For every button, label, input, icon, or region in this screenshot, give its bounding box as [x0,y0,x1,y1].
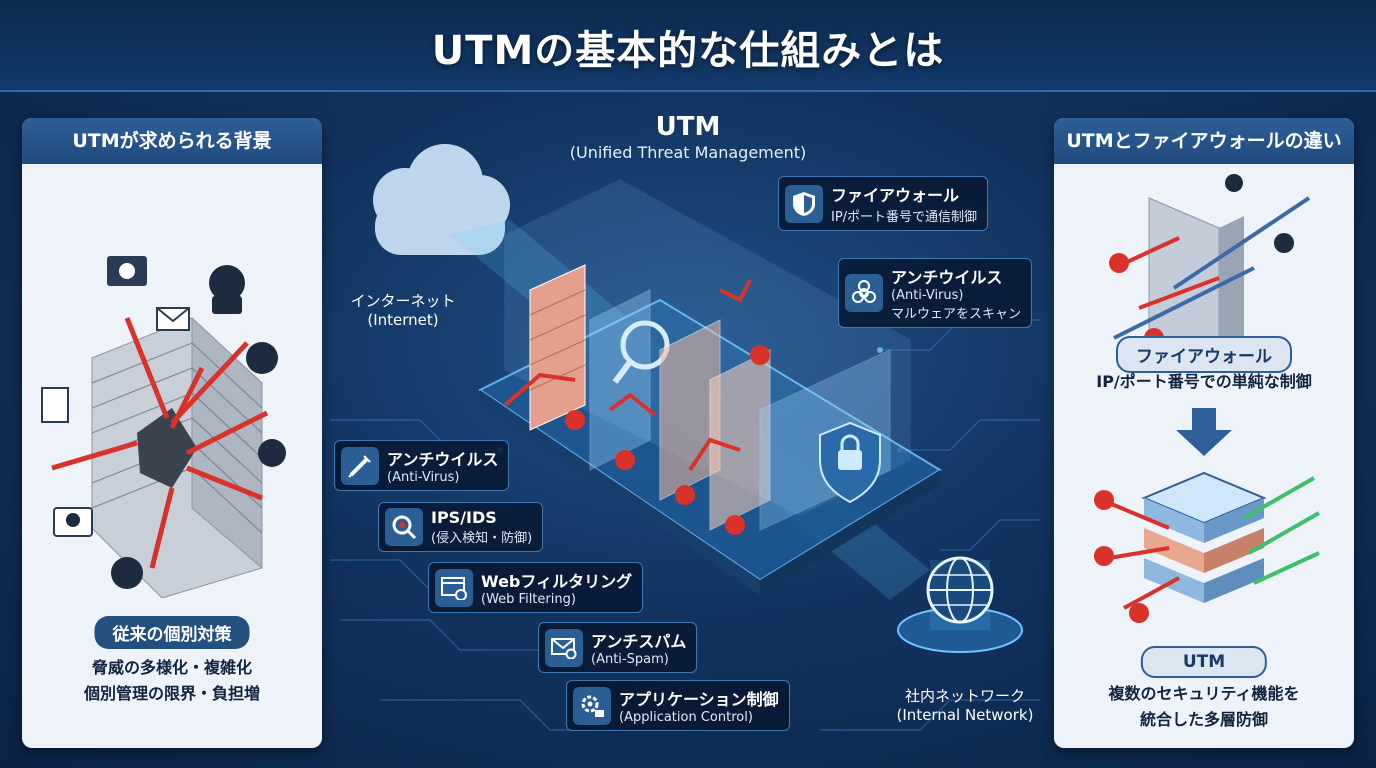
gear-lock-icon [573,686,611,725]
cloud-icon [373,144,510,255]
down-arrow-icon [1176,408,1232,456]
internet-label-jp: インターネット [350,292,456,310]
feature-antivirus-sub: (Anti-Virus) [387,470,460,485]
feature-antivirus-top: アンチウイルス (Anti-Virus) マルウェアをスキャン [838,258,1033,328]
right-panel-title: UTMとファイアウォールの違い [1054,118,1354,164]
feature-firewall-sub: IP/ポート番号で通信制御 [831,210,978,225]
internet-label: インターネット (Internet) [338,290,468,329]
feature-anti-spam-sub: (Anti-Spam) [591,652,669,667]
breached-wall-illustration [41,256,286,598]
left-panel-pill: 従来の個別対策 [94,616,250,649]
left-panel-line2: 個別管理の限界・負担増 [83,684,260,703]
hacker-icon-right-top [1225,174,1243,192]
firewall-layer [529,264,586,431]
browser-block-icon [435,568,473,607]
utm-title: UTM [655,112,721,142]
blocked-attack-arrows [503,279,752,472]
internal-network-label-en: (Internal Network) [896,706,1034,724]
utm-pill: UTM [1140,646,1268,678]
feature-app-control-name: アプリケーション制御 [619,690,779,709]
magnifier-icon [620,320,670,370]
utm-layer-stack [1141,471,1267,603]
feature-antivirus-top-name: アンチウイルス [891,268,1003,287]
bomb-icon [246,342,278,374]
feature-ips-ids-name: IPS/IDS [431,508,497,527]
feature-app-control: アプリケーション制御 (Application Control) [566,680,790,731]
syringe-icon [341,446,379,485]
left-panel: UTMが求められる背景 [22,118,322,748]
feature-web-filtering-sub: (Web Filtering) [481,592,576,607]
feature-antivirus: アンチウイルス (Anti-Virus) [334,440,510,491]
malware-threats [565,345,770,535]
virus-bomb-icon [258,439,286,467]
feature-web-filtering-name: Webフィルタリング [481,572,633,591]
utm-virus-icons [1094,490,1149,623]
utm-desc-line2: 統合した多層防御 [1139,710,1268,729]
utm-green-arrows [1243,476,1320,585]
mail-block-icon [545,628,583,667]
left-panel-title: UTMが求められる背景 [22,118,322,164]
feature-web-filtering: Webフィルタリング (Web Filtering) [428,562,644,613]
utm-desc-line1: 複数のセキュリティ機能を [1108,684,1300,703]
firewall-desc: IP/ポート番号での単純な制御 [1096,372,1312,391]
utm-red-arrows [1108,501,1180,610]
utm-stack-illustration [1094,471,1320,623]
feature-anti-spam: アンチスパム (Anti-Spam) [538,622,698,673]
hacker-icon [209,265,245,301]
internal-network-label: 社内ネットワーク (Internal Network) [885,685,1045,724]
feature-anti-spam-name: アンチスパム [591,632,687,651]
shield-icon [785,184,823,223]
firewall-comparison-illustration [1109,174,1311,368]
lock-shield-icon [819,421,881,504]
webfilter-layer [709,349,771,531]
document-icon [41,387,69,423]
right-panel: UTMとファイアウォールの違い ファイアウォール IP/ポート番号での単純な制御 [1054,118,1354,748]
left-panel-line1: 脅威の多様化・複雑化 [91,658,252,677]
hooded-hacker-icon [111,557,143,589]
user-icon-right [1274,233,1294,253]
magnifier-bug-icon [385,508,423,546]
wall-breach-hole [137,408,197,488]
feature-ips-ids-sub: (侵入検知・防御) [431,531,533,546]
feature-app-control-sub: (Application Control) [619,710,753,725]
internal-network-label-jp: 社内ネットワーク [904,687,1025,705]
header-bar: UTMの基本的な仕組みとは [0,0,1376,92]
feature-antivirus-top-sub2: マルウェアをスキャン [891,307,1022,322]
feature-antivirus-top-sub: (Anti-Virus) [891,288,964,303]
feature-ips-ids: IPS/IDS (侵入検知・防御) [378,502,544,552]
internet-label-en: (Internet) [367,311,439,329]
utm-subtitle: (Unified Threat Management) [569,143,807,162]
attack-arrows [51,317,269,569]
globe-icon [897,556,1023,653]
feature-antivirus-name: アンチウイルス [387,450,499,469]
page-title: UTMの基本的な仕組みとは [431,28,945,74]
firewall-pill: ファイアウォール [1116,336,1292,373]
feature-firewall-name: ファイアウォール [831,186,960,205]
biohazard-icon [845,274,883,312]
utm-core-illustration [373,144,1023,653]
feature-firewall: ファイアウォール IP/ポート番号で通信制御 [778,176,989,231]
firewall-blue-arrows [1113,196,1311,340]
